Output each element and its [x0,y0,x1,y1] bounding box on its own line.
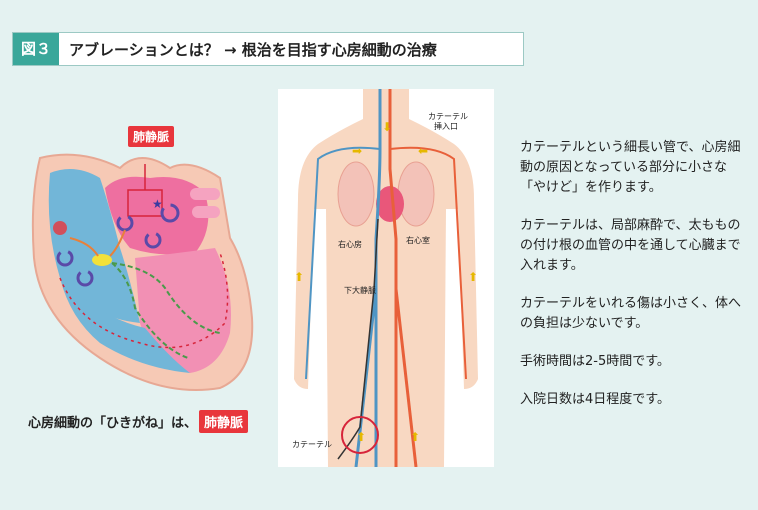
arm-vein-right [305,146,381,380]
paragraph-catheter: カテーテルという細長い管で、心房細動の原因となっている部分に小さな「やけど」を作… [520,140,741,195]
label-right-atrium: 右心房 [338,240,362,249]
swirl-icon [56,249,74,267]
description-text: カテーテルという細長い管で、心房細動の原因となっている部分に小さな「やけど」を作… [520,138,750,428]
figure-header: 図３ アブレーションとは？ → 根治を目指す心房細動の治療 [12,32,524,66]
heart-caption-tag: 肺静脈 [199,410,249,433]
trigger-star-icon: ★ [152,197,163,211]
paragraph-burden: カテーテルをいれる傷は小さく、体への負担は少ないです。 [520,296,742,331]
figure-badge: 図３ [13,33,60,65]
heart-organ [376,186,404,222]
insertion-arrow-icon: ⬆ [410,430,420,444]
leg-vein [354,288,378,467]
figure-title: アブレーションとは？ → 根治を目指す心房細動の治療 [69,40,437,59]
insertion-arrow-icon: ⬆ [356,430,366,444]
label-right-ventricle: 右心室 [406,236,430,245]
insertion-site-circle [341,416,379,454]
right-lung [337,161,375,227]
body-silhouette [294,89,478,467]
label-catheter: カテーテル [292,440,332,449]
leg-artery [394,288,418,467]
left-lung [397,161,435,227]
swirl-icon [144,231,162,249]
vein-blue [374,89,382,467]
conduction-arrow [109,229,126,257]
body-illustration: ⬆ ⬇ ➡ ⬅ ⬆ ⬆ ⬆ [294,89,478,467]
label-catheter-insertion-2: 挿入口 [434,122,458,131]
conduction-arrow [69,237,99,257]
swirl-icon [160,203,180,223]
heart-caption-text: 心房細動の「ひきがね」は、 [28,416,198,431]
conduction-pathway [111,262,221,359]
right-atrium-chamber [48,169,140,323]
heart-illustration: ★ [31,153,254,391]
insertion-arrow-icon: ⬆ [294,270,304,284]
heart-caption: 心房細動の「ひきがね」は、 肺静脈 [28,410,249,433]
paragraph-duration: 手術時間は2-5時間です。 [520,354,670,369]
insertion-arrow-icon: ⬆ [468,270,478,284]
insertion-arrow-icon: ⬅ [418,144,428,158]
label-catheter-insertion-1: カテーテル [428,112,468,121]
arm-artery-left [389,146,467,380]
av-node [92,254,112,266]
paragraph-hospital-stay: 入院日数は4日程度です。 [520,392,670,407]
body-diagram: ⬆ ⬇ ➡ ⬅ ⬆ ⬆ ⬆ カテーテル 挿入口 右心房 右心室 下大静脈 カテー… [278,89,494,467]
label-inferior-vena-cava: 下大静脈 [344,286,376,295]
swirl-icon [76,269,94,287]
catheter-line [337,218,379,460]
artery-red [388,89,398,467]
insertion-arrow-icon: ➡ [352,144,362,158]
excitation-spot [53,221,67,235]
pulmonary-vein-stub [192,206,220,218]
insertion-arrow-icon: ⬇ [382,120,392,134]
right-ventricle-chamber [60,278,190,373]
heart-diagram: ★ [20,118,266,408]
pulmonary-vein-tag: 肺静脈 [128,126,175,147]
paragraph-anesthesia: カテーテルは、局部麻酔で、太もものの付け根の血管の中を通して心臓まで入れます。 [520,218,741,273]
pulmonary-vein-stub [190,188,220,200]
